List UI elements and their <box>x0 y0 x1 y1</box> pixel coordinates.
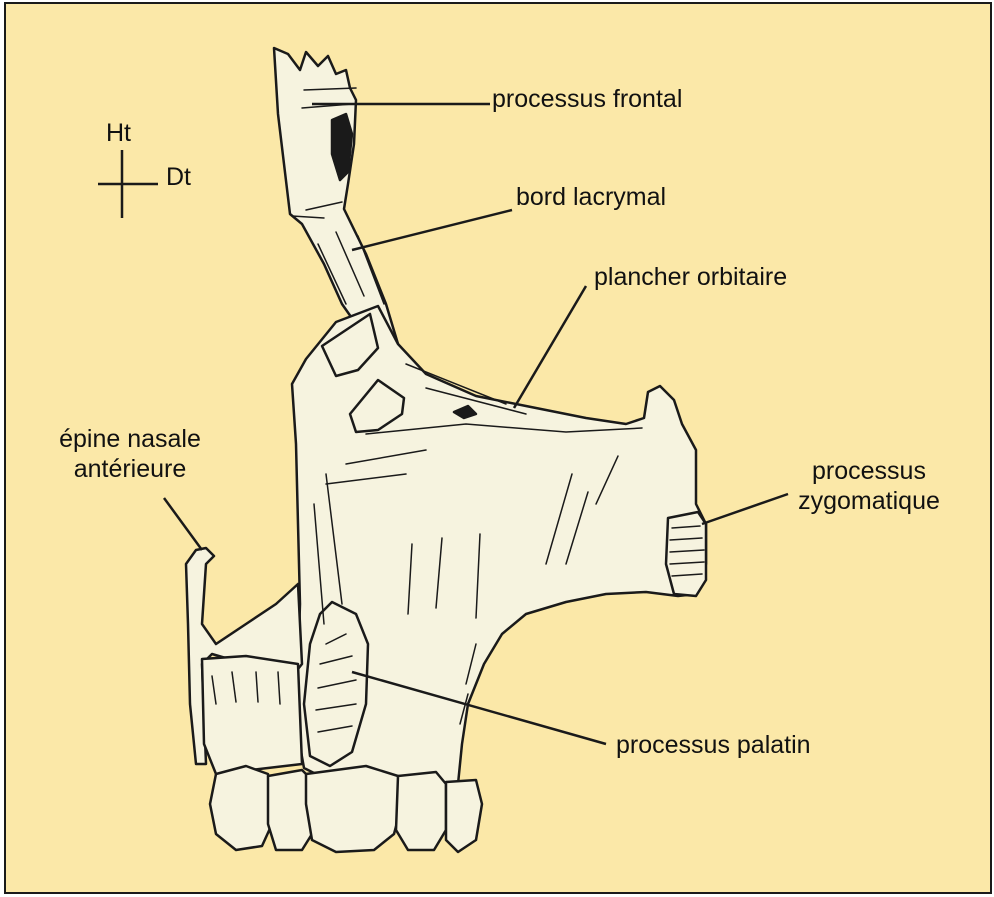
label-processus-zygomatique-line2: zygomatique <box>776 486 962 516</box>
orientation-right-label: Dt <box>166 162 191 192</box>
tooth-1 <box>210 766 272 850</box>
label-processus-zygomatique: processus zygomatique <box>776 456 962 516</box>
label-epine-nasale-line1: épine nasale <box>52 424 208 454</box>
tooth-4 <box>396 772 446 850</box>
label-epine-nasale-line2: antérieure <box>52 454 208 484</box>
alveolar-band-shape <box>202 656 302 774</box>
zygomatic-surface <box>666 512 706 596</box>
label-bord-lacrymal: bord lacrymal <box>516 182 666 212</box>
label-processus-palatin: processus palatin <box>616 730 811 760</box>
label-plancher-orbitaire: plancher orbitaire <box>594 262 787 292</box>
tooth-3 <box>306 766 402 852</box>
label-epine-nasale: épine nasale antérieure <box>52 424 208 484</box>
label-processus-frontal: processus frontal <box>492 84 682 114</box>
orientation-up-label: Ht <box>106 118 131 148</box>
diagram-panel: Ht Dt processus frontal bord lacrymal pl… <box>4 2 992 894</box>
label-processus-zygomatique-line1: processus <box>776 456 962 486</box>
